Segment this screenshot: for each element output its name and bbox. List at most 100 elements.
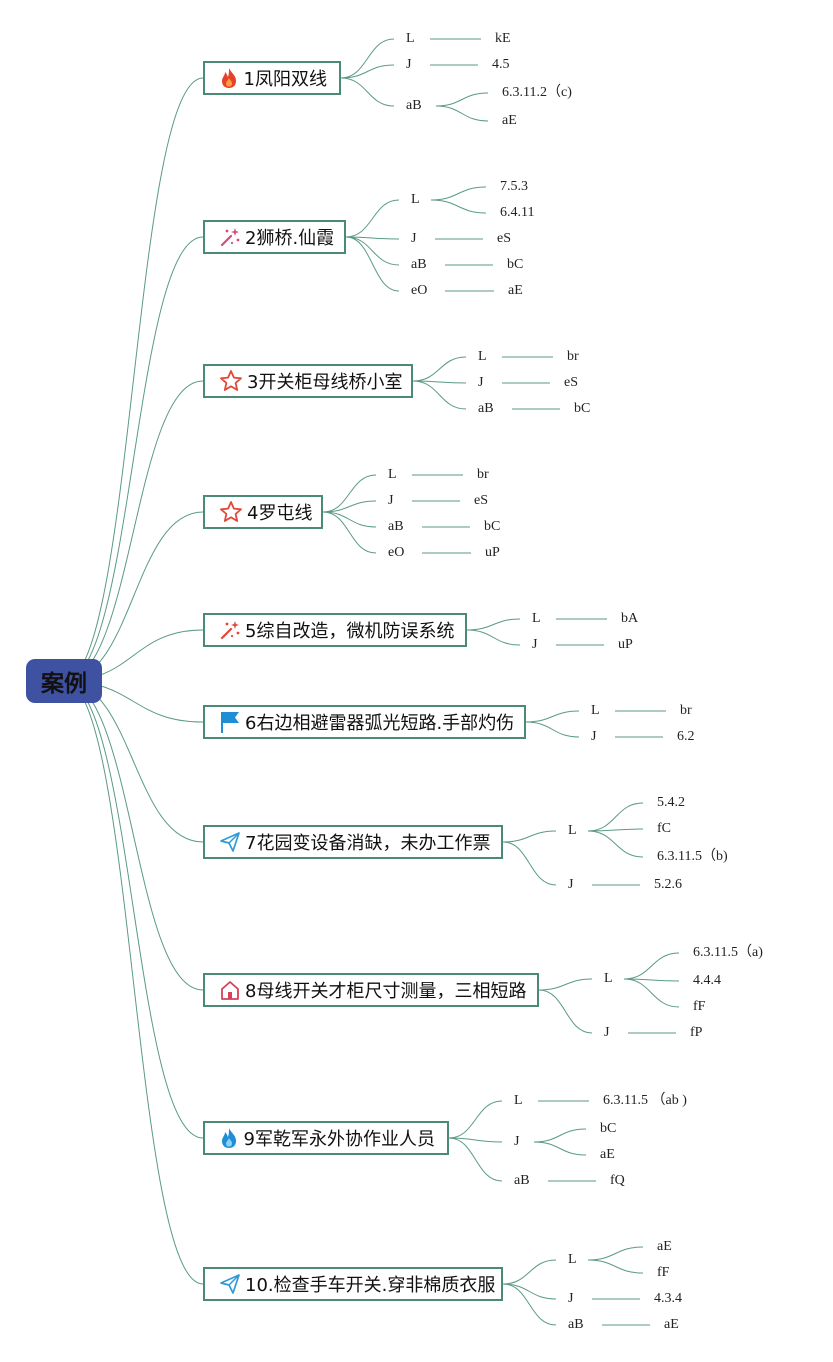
case-node-8[interactable]: 8母线开关才柜尺寸测量，三相短路 [203, 973, 539, 1007]
item-value[interactable]: bC [574, 401, 591, 416]
case-8-leaf-line-1-1 [623, 952, 680, 980]
item-key[interactable]: J [514, 1134, 520, 1149]
item-value[interactable]: 6.3.11.5 （ab ) [603, 1093, 687, 1108]
flame-blue-icon [219, 1126, 240, 1150]
item-value[interactable]: 4.3.4 [654, 1291, 682, 1306]
case-title: 4罗屯线 [247, 503, 313, 524]
item-key[interactable]: L [591, 703, 600, 718]
item-value[interactable]: aE [502, 113, 517, 128]
item-value[interactable]: fQ [610, 1173, 625, 1188]
case-2-leaf-line-1-2 [430, 199, 487, 214]
item-key[interactable]: J [568, 877, 574, 892]
case-1-branch-2 [340, 64, 395, 79]
item-key[interactable]: aB [568, 1317, 584, 1332]
item-key[interactable]: aB [411, 257, 427, 272]
item-key[interactable]: aB [388, 519, 404, 534]
item-value[interactable]: 4.5 [492, 57, 510, 72]
root-connector-9 [63, 680, 204, 1139]
case-1-branch-1 [340, 38, 395, 79]
item-key[interactable]: L [411, 192, 420, 207]
item-key[interactable]: aB [406, 98, 422, 113]
case-title: 9军乾军永外协作业人员 [243, 1129, 435, 1150]
item-key[interactable]: L [478, 349, 487, 364]
case-title: 2狮桥.仙霞 [245, 228, 335, 249]
item-value[interactable]: uP [485, 545, 500, 560]
item-value[interactable]: uP [618, 637, 633, 652]
item-value[interactable]: aE [664, 1317, 679, 1332]
item-key[interactable]: J [388, 493, 394, 508]
item-value[interactable]: br [567, 349, 579, 364]
item-key[interactable]: L [514, 1093, 523, 1108]
item-value[interactable]: 7.5.3 [500, 179, 528, 194]
case-node-4[interactable]: 4罗屯线 [203, 495, 323, 529]
item-key[interactable]: L [568, 823, 577, 838]
star-outline-icon [219, 500, 243, 524]
case-node-6[interactable]: 6右边相避雷器弧光短路.手部灼伤 [203, 705, 526, 739]
item-value[interactable]: 6.4.11 [500, 205, 535, 220]
case-node-2[interactable]: 2狮桥.仙霞 [203, 220, 346, 254]
item-value[interactable]: bC [507, 257, 524, 272]
case-title: 10.检查手车开关.穿非棉质衣服 [245, 1275, 496, 1296]
root-node[interactable]: 案例 [26, 659, 102, 703]
item-key[interactable]: J [604, 1025, 610, 1040]
case-4-branch-2 [322, 500, 377, 513]
item-key[interactable]: eO [388, 545, 405, 560]
item-value[interactable]: 6.3.11.2（c) [502, 85, 572, 100]
item-value[interactable]: 5.2.6 [654, 877, 682, 892]
case-title: 6右边相避雷器弧光短路.手部灼伤 [245, 713, 515, 734]
item-key[interactable]: L [568, 1252, 577, 1267]
item-value[interactable]: 4.4.4 [693, 973, 721, 988]
item-key[interactable]: J [411, 231, 417, 246]
flag-icon [219, 710, 241, 734]
item-key[interactable]: aB [514, 1173, 530, 1188]
item-value[interactable]: br [680, 703, 692, 718]
item-key[interactable]: J [568, 1291, 574, 1306]
item-key[interactable]: eO [411, 283, 428, 298]
item-value[interactable]: bA [621, 611, 639, 626]
case-10-leaf-line-1-2 [587, 1259, 644, 1274]
case-1-branch-3 [340, 77, 395, 107]
case-node-9[interactable]: 9军乾军永外协作业人员 [203, 1121, 449, 1155]
item-value[interactable]: bC [600, 1121, 617, 1136]
item-key[interactable]: L [388, 467, 397, 482]
case-5-branch-2 [466, 629, 521, 646]
case-9-leaf-line-2-1 [533, 1128, 587, 1143]
item-value[interactable]: kE [495, 31, 511, 46]
case-node-5[interactable]: 5综自改造，微机防误系统 [203, 613, 467, 647]
case-5-branch-1 [466, 618, 521, 631]
item-key[interactable]: L [532, 611, 541, 626]
item-key[interactable]: aB [478, 401, 494, 416]
root-connector-2 [63, 236, 204, 682]
case-node-1[interactable]: 1凤阳双线 [203, 61, 341, 95]
case-7-leaf-line-1-1 [587, 802, 644, 832]
item-value[interactable]: aE [600, 1147, 615, 1162]
item-value[interactable]: fF [657, 1265, 670, 1280]
item-value[interactable]: eS [564, 375, 578, 390]
case-9-branch-3 [448, 1137, 503, 1182]
item-value[interactable]: 6.3.11.5（a) [693, 945, 763, 960]
case-node-7[interactable]: 7花园变设备消缺，未办工作票 [203, 825, 503, 859]
item-value[interactable]: 6.2 [677, 729, 695, 744]
case-6-branch-1 [525, 710, 580, 723]
item-key[interactable]: J [478, 375, 484, 390]
item-value[interactable]: aE [508, 283, 523, 298]
case-8-leaf-line-1-3 [623, 978, 680, 1008]
item-key[interactable]: J [532, 637, 538, 652]
item-value[interactable]: aE [657, 1239, 672, 1254]
case-node-3[interactable]: 3开关柜母线桥小室 [203, 364, 413, 398]
item-value[interactable]: eS [497, 231, 511, 246]
case-node-10[interactable]: 10.检查手车开关.穿非棉质衣服 [203, 1267, 503, 1301]
item-value[interactable]: eS [474, 493, 488, 508]
item-value[interactable]: bC [484, 519, 501, 534]
item-value[interactable]: br [477, 467, 489, 482]
item-key[interactable]: L [406, 31, 415, 46]
item-value[interactable]: fP [690, 1025, 703, 1040]
item-key[interactable]: L [604, 971, 613, 986]
item-value[interactable]: fF [693, 999, 706, 1014]
item-value[interactable]: 6.3.11.5（b) [657, 849, 728, 864]
item-value[interactable]: fC [657, 821, 671, 836]
item-key[interactable]: J [591, 729, 597, 744]
item-value[interactable]: 5.4.2 [657, 795, 685, 810]
item-key[interactable]: J [406, 57, 412, 72]
